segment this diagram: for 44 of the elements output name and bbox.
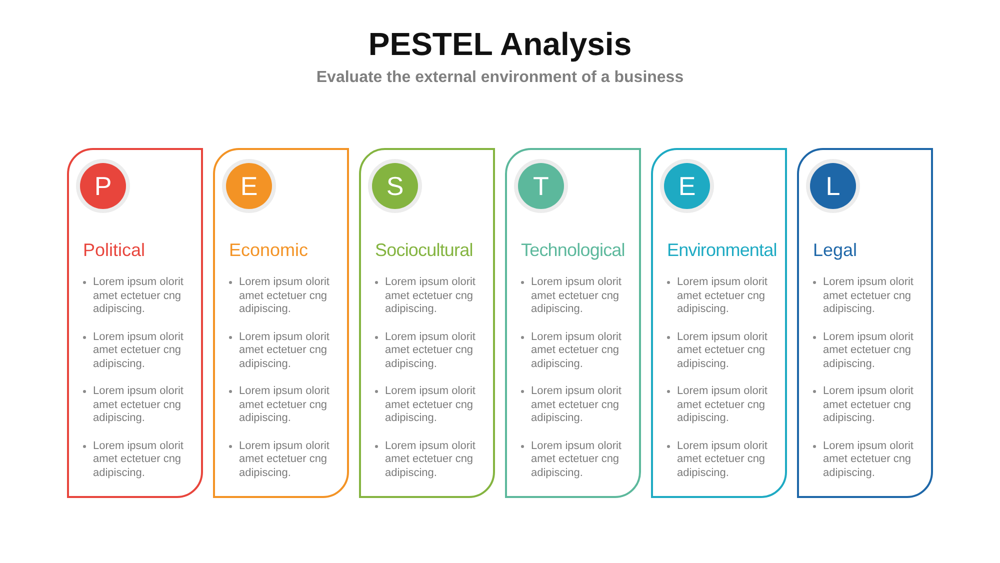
- bullet-text: Lorem ipsum olorit amet ectetuer cng adipiscing.: [93, 330, 184, 370]
- category-heading: Legal: [813, 240, 858, 261]
- bullet-text: Lorem ipsum olorit amet ectetuer cng adipiscing.: [93, 440, 184, 478]
- category-heading: Technological: [521, 240, 626, 261]
- category-card: [505, 148, 641, 498]
- bullet-text: Lorem ipsum olorit amet ectetuer cng adipiscing.: [531, 276, 622, 315]
- bullet-text: Lorem ipsum olorit amet ectetuer cng adipiscing.: [93, 276, 184, 315]
- bullet-text: Lorem ipsum olorit amet ectetuer cng adipiscing.: [823, 440, 914, 478]
- title: PESTEL Analysis: [367, 26, 633, 63]
- bullet-text: Lorem ipsum olorit amet ectetuer cng adipiscing.: [823, 276, 914, 315]
- bullet-text: Lorem ipsum olorit amet ectetuer cng adipiscing.: [385, 330, 476, 370]
- category-card: [359, 148, 495, 498]
- letter-circle: P: [80, 163, 126, 209]
- bullet-text: Lorem ipsum olorit amet ectetuer cng adipiscing.: [677, 440, 768, 478]
- bullet-text: Lorem ipsum olorit amet ectetuer cng adipiscing.: [677, 330, 768, 370]
- bullet-text: Lorem ipsum olorit amet ectetuer cng adipiscing.: [823, 385, 914, 424]
- category-heading: Environmental: [667, 240, 778, 261]
- bullet-text: Lorem ipsum olorit amet ectetuer cng adipiscing.: [385, 385, 476, 424]
- subtitle: Evaluate the external environment of a business: [315, 69, 685, 87]
- bullet-text: Lorem ipsum olorit amet ectetuer cng adipiscing.: [531, 330, 622, 370]
- bullet-text: Lorem ipsum olorit amet ectetuer cng adipiscing.: [385, 276, 476, 315]
- bullet-text: Lorem ipsum olorit amet ectetuer cng adipiscing.: [93, 385, 184, 424]
- category-heading: Political: [83, 240, 146, 261]
- bullet-text: Lorem ipsum olorit amet ectetuer cng adipiscing.: [239, 276, 330, 315]
- bullet-text: Lorem ipsum olorit amet ectetuer cng adipiscing.: [531, 385, 622, 424]
- letter-circle: L: [810, 163, 856, 209]
- bullet-text: Lorem ipsum olorit amet ectetuer cng adipiscing.: [823, 330, 914, 370]
- category-card: [213, 148, 349, 498]
- letter-circle: E: [226, 163, 272, 209]
- bullet-text: Lorem ipsum olorit amet ectetuer cng adipiscing.: [531, 440, 622, 478]
- category-card: [67, 148, 203, 498]
- letter-circle: S: [372, 163, 418, 209]
- bullet-text: Lorem ipsum olorit amet ectetuer cng adipiscing.: [239, 440, 330, 478]
- letter-circle: T: [518, 163, 564, 209]
- letter-circle: E: [664, 163, 710, 209]
- bullet-text: Lorem ipsum olorit amet ectetuer cng adipiscing.: [385, 440, 476, 478]
- category-heading: Economic: [229, 240, 310, 261]
- category-card: [797, 148, 933, 498]
- bullet-text: Lorem ipsum olorit amet ectetuer cng adipiscing.: [677, 385, 768, 424]
- bullet-text: Lorem ipsum olorit amet ectetuer cng adipiscing.: [677, 276, 768, 315]
- category-card: [651, 148, 787, 498]
- category-heading: Sociocultural: [375, 240, 474, 261]
- bullet-text: Lorem ipsum olorit amet ectetuer cng adipiscing.: [239, 385, 330, 424]
- bullet-text: Lorem ipsum olorit amet ectetuer cng adipiscing.: [239, 330, 330, 370]
